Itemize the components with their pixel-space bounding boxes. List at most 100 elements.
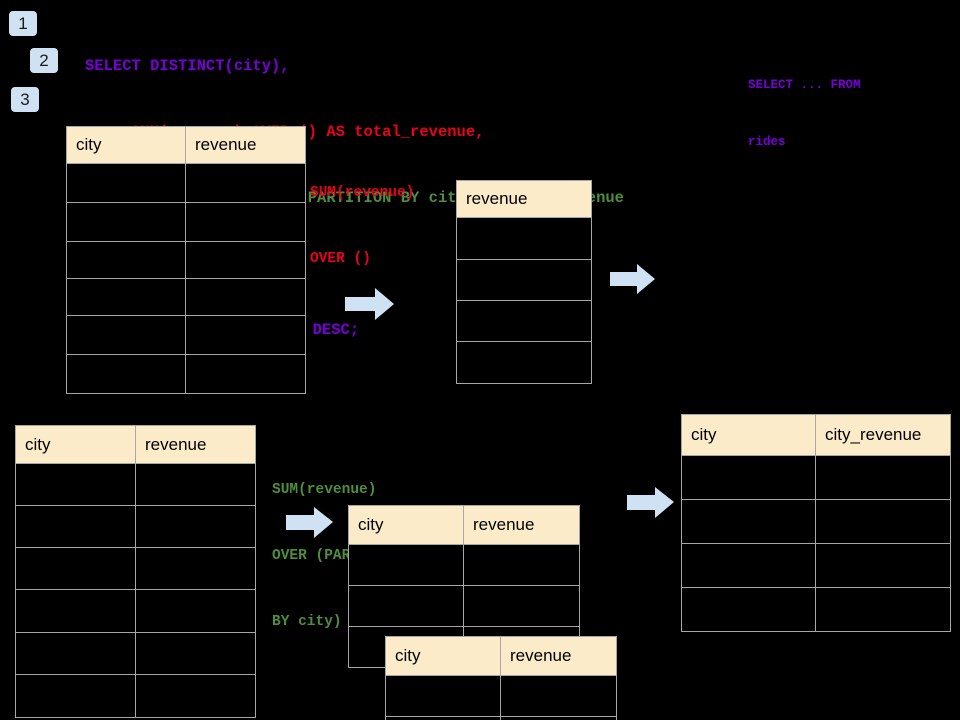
table-header-row: city city_revenue (681, 414, 951, 456)
cell-city (15, 674, 136, 718)
cell-city (15, 589, 136, 633)
cell-city (66, 202, 186, 242)
table-row (66, 202, 306, 242)
total-revenue-table: revenue (456, 180, 592, 384)
cell-city-revenue (815, 543, 951, 588)
annotation-total-line-1: SUM(revenue) (310, 185, 415, 201)
annotation-total-line-2: OVER () (310, 251, 371, 267)
table-row (66, 163, 306, 203)
table-header-row: city revenue (348, 505, 580, 545)
table-row (681, 499, 951, 544)
cell-revenue (185, 354, 306, 394)
cell-city (348, 544, 464, 586)
table-row (66, 241, 306, 279)
column-header-city: city (15, 425, 136, 464)
table-row (15, 589, 256, 633)
cell-revenue (456, 259, 592, 301)
step-badge-3: 3 (11, 87, 39, 112)
cell-city (681, 455, 816, 500)
table-row (15, 547, 256, 590)
table-row (348, 544, 580, 586)
cell-revenue (135, 632, 256, 675)
cell-revenue (456, 341, 592, 384)
cell-revenue (185, 278, 306, 316)
table-row (348, 585, 580, 627)
column-header-city: city (66, 126, 186, 164)
annotation-partition: SUM(revenue) OVER (PARTITION BY city) (272, 435, 403, 677)
sql-aside-line-2: rides (748, 135, 786, 149)
cell-revenue (463, 544, 580, 586)
table-header-row: city revenue (66, 126, 306, 164)
cell-revenue (135, 589, 256, 633)
table-row (66, 315, 306, 355)
column-header-revenue: revenue (456, 180, 592, 218)
table-row (15, 505, 256, 548)
cell-revenue (456, 300, 592, 342)
annotation-total-revenue: SUM(revenue) OVER () (310, 138, 414, 314)
column-header-revenue: revenue (500, 636, 617, 676)
cell-city (681, 499, 816, 544)
table-row (456, 217, 592, 260)
table-row (456, 300, 592, 342)
table-row (15, 463, 256, 506)
arrow-source-to-total (345, 288, 394, 320)
cell-city (15, 463, 136, 506)
cell-city (15, 547, 136, 590)
table-header-row: city revenue (15, 425, 256, 464)
cell-city (348, 585, 464, 627)
column-header-city: city (681, 414, 816, 456)
table-row (385, 675, 617, 717)
sql-aside-line-1: SELECT ... FROM (748, 78, 861, 92)
cell-city (66, 163, 186, 203)
cell-city (66, 354, 186, 394)
cell-revenue (135, 674, 256, 718)
cell-city-revenue (815, 587, 951, 632)
cell-city (385, 675, 501, 717)
table-row (15, 674, 256, 718)
column-header-revenue: revenue (185, 126, 306, 164)
cell-revenue (185, 163, 306, 203)
cell-revenue (500, 716, 617, 720)
cell-city (66, 278, 186, 316)
arrow-total-to-result (610, 264, 655, 294)
table-row (681, 543, 951, 588)
table-row (66, 278, 306, 316)
sql-aside-snippet: SELECT ... FROM rides (748, 38, 861, 190)
cell-revenue (135, 505, 256, 548)
annotation-partition-line-3: BY city) (272, 614, 342, 630)
arrow-source-to-partition (286, 507, 333, 538)
arrow-partition-to-result (627, 487, 674, 518)
column-header-revenue: revenue (135, 425, 256, 464)
cell-city (681, 543, 816, 588)
partition-group-table-b: city revenue (385, 636, 617, 720)
cell-revenue (185, 315, 306, 355)
annotation-partition-line-1: SUM(revenue) (272, 482, 377, 498)
cell-city (681, 587, 816, 632)
column-header-city-revenue: city_revenue (815, 414, 951, 456)
table-row (681, 455, 951, 500)
table-row (456, 259, 592, 301)
column-header-city: city (348, 505, 464, 545)
cell-revenue (500, 675, 617, 717)
cell-revenue (185, 202, 306, 242)
table-row (456, 341, 592, 384)
sql-line-select: SELECT DISTINCT(city), (85, 57, 290, 75)
rides-source-table-bottom: city revenue (15, 425, 256, 718)
cell-city-revenue (815, 455, 951, 500)
step-badge-2: 2 (30, 48, 58, 73)
table-row (66, 354, 306, 394)
cell-revenue (185, 241, 306, 279)
cell-city (15, 632, 136, 675)
cell-city (385, 716, 501, 720)
table-header-row: city revenue (385, 636, 617, 676)
cell-city (66, 241, 186, 279)
rides-source-table: city revenue (66, 126, 306, 394)
cell-revenue (463, 585, 580, 627)
table-row (385, 716, 617, 720)
cell-city (15, 505, 136, 548)
city-revenue-result-table: city city_revenue (681, 414, 951, 632)
cell-revenue (456, 217, 592, 260)
step-badge-1: 1 (9, 11, 37, 36)
cell-revenue (135, 463, 256, 506)
cell-revenue (135, 547, 256, 590)
